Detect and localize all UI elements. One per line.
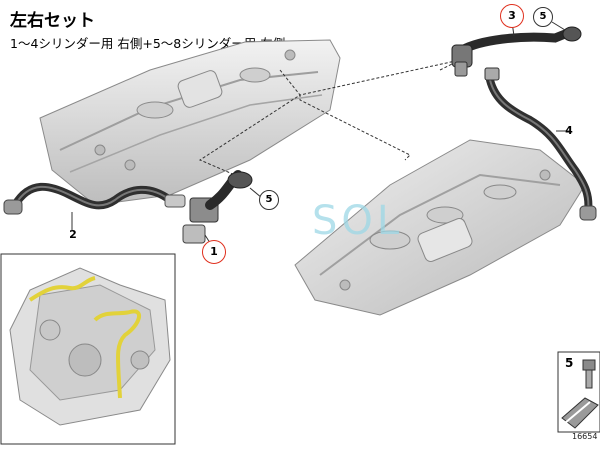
- watermark: SOL: [312, 198, 404, 244]
- right-leader-lines: [299, 59, 461, 161]
- callout-4: 4: [562, 124, 576, 138]
- hose-2: [3, 182, 186, 230]
- right-valve-cover: [294, 139, 586, 316]
- callout-1: 1: [202, 240, 226, 264]
- bolt-inset-label: 5: [565, 356, 574, 370]
- callout-5-left-label: 5: [265, 194, 273, 205]
- callout-5-right-label: 5: [539, 11, 547, 22]
- left-valve-cover: [39, 39, 341, 206]
- engine-inset: [0, 253, 176, 445]
- part-1-valve: [182, 170, 263, 247]
- callout-3-label: 3: [508, 9, 516, 22]
- callout-5-right: 5: [533, 7, 553, 27]
- callout-4-label: 4: [565, 124, 573, 137]
- page-subtitle: 1～4シリンダー用 右側+5～8シリンダー用 左側: [10, 36, 286, 51]
- callout-5-left: 5: [259, 190, 279, 210]
- left-leader-lines: [198, 69, 301, 176]
- reference-number: 16654: [572, 432, 598, 441]
- hose-4: [486, 76, 597, 221]
- callout-3: 3: [500, 4, 524, 28]
- callout-2-label: 2: [69, 228, 77, 241]
- callout-2: 2: [66, 228, 80, 242]
- callout-1-label: 1: [210, 245, 218, 258]
- part-3-valve: [451, 21, 582, 81]
- bolt-inset: [557, 351, 600, 433]
- page-title: 左右セット: [10, 11, 95, 31]
